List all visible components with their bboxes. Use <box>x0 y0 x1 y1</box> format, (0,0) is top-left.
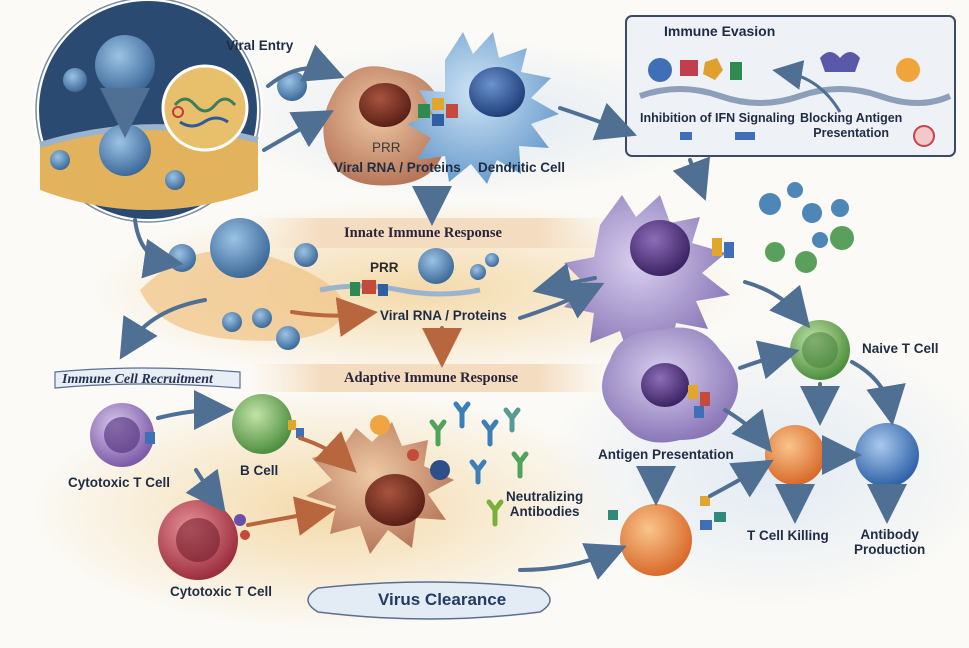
label-naive-t-cell: Naive T Cell <box>862 341 939 356</box>
arrow-cyto-infected <box>246 496 336 536</box>
label-viral-rna-top: Viral RNA / Proteins <box>334 160 461 175</box>
virus-large-icon <box>95 35 155 95</box>
b-cell <box>232 394 304 454</box>
arrow-entry-down <box>133 218 184 279</box>
label-neutralizing-antibodies: Neutralizing Antibodies <box>506 489 584 519</box>
arrow-cyto-bcell <box>156 390 234 431</box>
arrow-dc-back <box>532 263 597 303</box>
immune-evasion-panel <box>625 15 956 157</box>
arrow-to-cell <box>262 110 334 152</box>
arrow-apc-orange <box>723 408 772 453</box>
arrow-to-dc <box>518 282 605 320</box>
virus-fragment-icon <box>370 415 390 435</box>
arrow-apc-naive <box>738 340 800 380</box>
label-viral-entry: Viral Entry <box>226 38 294 53</box>
label-dendritic-cell: Dendritic Cell <box>478 160 566 175</box>
virus-entering-icon <box>99 124 151 176</box>
label-antigen-presentation: Antigen Presentation <box>598 447 734 462</box>
viral-entry-inset <box>33 0 263 225</box>
prr-receptor-top <box>418 98 458 126</box>
arrow-activated-orange <box>708 459 774 498</box>
activated-t-cell <box>608 496 726 576</box>
label-inhibition-ifn: Inhibition of IFN Signaling <box>640 111 795 125</box>
adaptive-band <box>250 364 610 392</box>
arrow-naive-blue <box>850 360 906 426</box>
label-b-cell: B Cell <box>240 463 279 478</box>
label-t-cell-killing: T Cell Killing <box>747 528 829 543</box>
label-prr-mid: PRR <box>370 260 399 275</box>
label-blocking-antigen: Blocking Antigen Presentation <box>800 111 903 140</box>
antibody-producing-cell <box>855 423 919 487</box>
helper-t-cell <box>765 425 825 485</box>
cytotoxic-t-cell-bottom <box>158 500 250 580</box>
arrow-evasion-down <box>672 156 711 201</box>
arrow-entry <box>266 44 345 88</box>
arrow-recruitment <box>119 298 207 360</box>
virus-free-icon <box>277 71 307 101</box>
innate-immune-response-title: Innate Immune Response <box>344 225 502 241</box>
dendritic-cell-middle <box>564 195 734 359</box>
label-cytotoxic-t-cell-bottom: Cytotoxic T Cell <box>170 584 273 599</box>
arrow-cyto-down <box>185 468 226 513</box>
antibodies <box>429 401 529 527</box>
arrow-innate-brown <box>290 297 378 337</box>
dendritic-cell-top <box>407 32 559 184</box>
antigen-presenting-cell <box>602 327 738 443</box>
label-antibody-production: Antibody Production <box>854 527 926 557</box>
virus-mid-icon <box>210 218 270 278</box>
rna-inset <box>161 64 249 152</box>
virus-clearance-banner <box>307 581 551 620</box>
label-prr-top: PRR <box>372 140 401 155</box>
recruitment-ribbon <box>54 367 241 389</box>
infected-cell-top <box>323 66 446 186</box>
label-viral-rna-mid: Viral RNA / Proteins <box>380 308 507 323</box>
virus-clearance-title: Virus Clearance <box>378 590 507 609</box>
arrow-to-evasion <box>558 102 637 141</box>
infected-cell-middle <box>140 218 499 350</box>
naive-t-cell <box>790 320 850 380</box>
arrow-to-clearance <box>518 543 627 580</box>
cytotoxic-t-cell-top <box>90 403 155 467</box>
immune-evasion-title: Immune Evasion <box>664 23 776 39</box>
arrow-bcell-infected <box>298 431 357 473</box>
adaptive-immune-response-title: Adaptive Immune Response <box>344 370 519 386</box>
arrow-to-naive <box>743 280 811 329</box>
virus-cluster <box>759 182 854 273</box>
label-cytotoxic-t-cell-top: Cytotoxic T Cell <box>68 475 171 490</box>
immune-cell-recruitment-label: Immune Cell Recruitment <box>62 372 213 387</box>
